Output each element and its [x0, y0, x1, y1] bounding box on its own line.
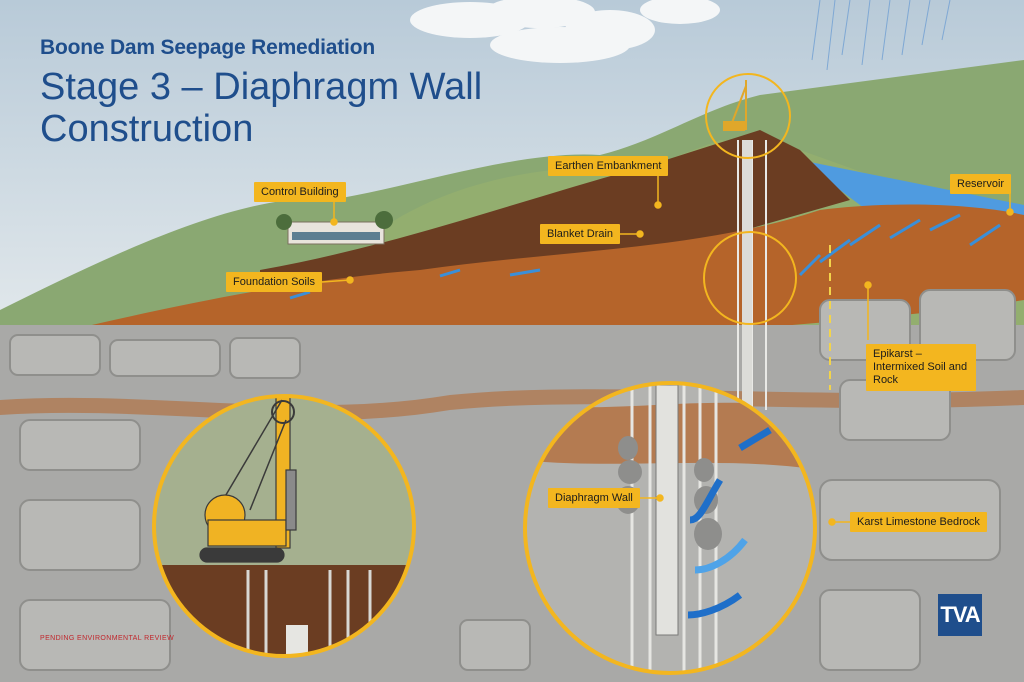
- callout-control-building: Control Building: [254, 182, 346, 202]
- callout-diaphragm-wall: Diaphragm Wall: [548, 488, 640, 508]
- callout-earthen-embankment: Earthen Embankment: [548, 156, 668, 176]
- pending-review-note: PENDING ENVIRONMENTAL REVIEW: [40, 635, 174, 642]
- callout-epikarst: Epikarst – Intermixed Soil and Rock: [866, 344, 976, 391]
- callout-foundation-soils: Foundation Soils: [226, 272, 322, 292]
- diagram-title: Stage 3 – Diaphragm Wall Construction: [40, 66, 520, 150]
- diaphragm-wall: [742, 140, 752, 410]
- callout-blanket-drain: Blanket Drain: [540, 224, 620, 244]
- callout-karst-bedrock: Karst Limestone Bedrock: [850, 512, 987, 532]
- diaphragm-wall-panel: [656, 385, 678, 635]
- diagram-subtitle: Boone Dam Seepage Remediation: [40, 36, 375, 60]
- tva-logo: TVA: [938, 594, 982, 636]
- callout-reservoir: Reservoir: [950, 174, 1011, 194]
